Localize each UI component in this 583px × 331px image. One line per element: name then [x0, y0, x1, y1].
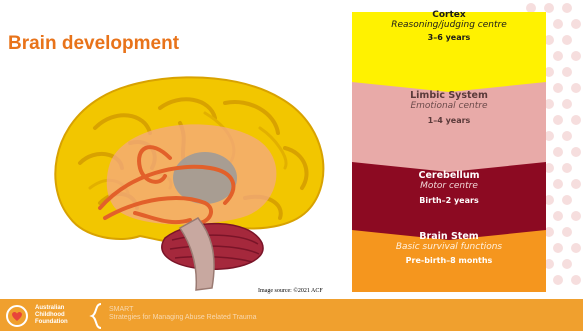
level-brainstem-age: Pre-birth–8 months — [352, 256, 546, 265]
level-cortex-function: Reasoning/judging centre — [352, 20, 546, 30]
level-limbic-age: 1–4 years — [352, 116, 546, 125]
org-line-1: Australian — [35, 305, 68, 312]
level-limbic: Limbic System Emotional centre 1–4 years — [352, 90, 546, 125]
level-brainstem: Brain Stem Basic survival functions Pre-… — [352, 231, 546, 265]
level-cerebellum-name: Cerebellum — [352, 170, 546, 181]
slide-title: Brain development — [8, 33, 179, 55]
level-brainstem-function: Basic survival functions — [352, 242, 546, 252]
level-cortex-age: 3–6 years — [352, 33, 546, 42]
brace-divider-icon — [89, 303, 107, 329]
heart-logo-icon — [6, 305, 30, 327]
level-cortex: Cortex Reasoning/judging centre 3–6 year… — [352, 10, 546, 42]
program-acronym: SMART — [109, 306, 256, 314]
footer-bar — [0, 299, 583, 331]
level-limbic-name: Limbic System — [352, 90, 546, 101]
level-brainstem-name: Brain Stem — [352, 231, 546, 242]
organisation-name: Australian Childhood Foundation — [35, 305, 68, 326]
level-cortex-name: Cortex — [352, 10, 546, 20]
level-limbic-function: Emotional centre — [352, 101, 546, 111]
org-line-2: Childhood — [35, 312, 68, 319]
image-credit: Image source: ©2021 ACF — [258, 288, 323, 294]
org-line-3: Foundation — [35, 319, 68, 326]
level-cerebellum-age: Birth–2 years — [352, 196, 546, 205]
program-name: SMART Strategies for Managing Abuse Rela… — [109, 306, 256, 322]
level-cerebellum-function: Motor centre — [352, 181, 546, 191]
program-full-name: Strategies for Managing Abuse Related Tr… — [109, 314, 256, 322]
level-cerebellum: Cerebellum Motor centre Birth–2 years — [352, 170, 546, 205]
brain-illustration — [40, 68, 340, 298]
